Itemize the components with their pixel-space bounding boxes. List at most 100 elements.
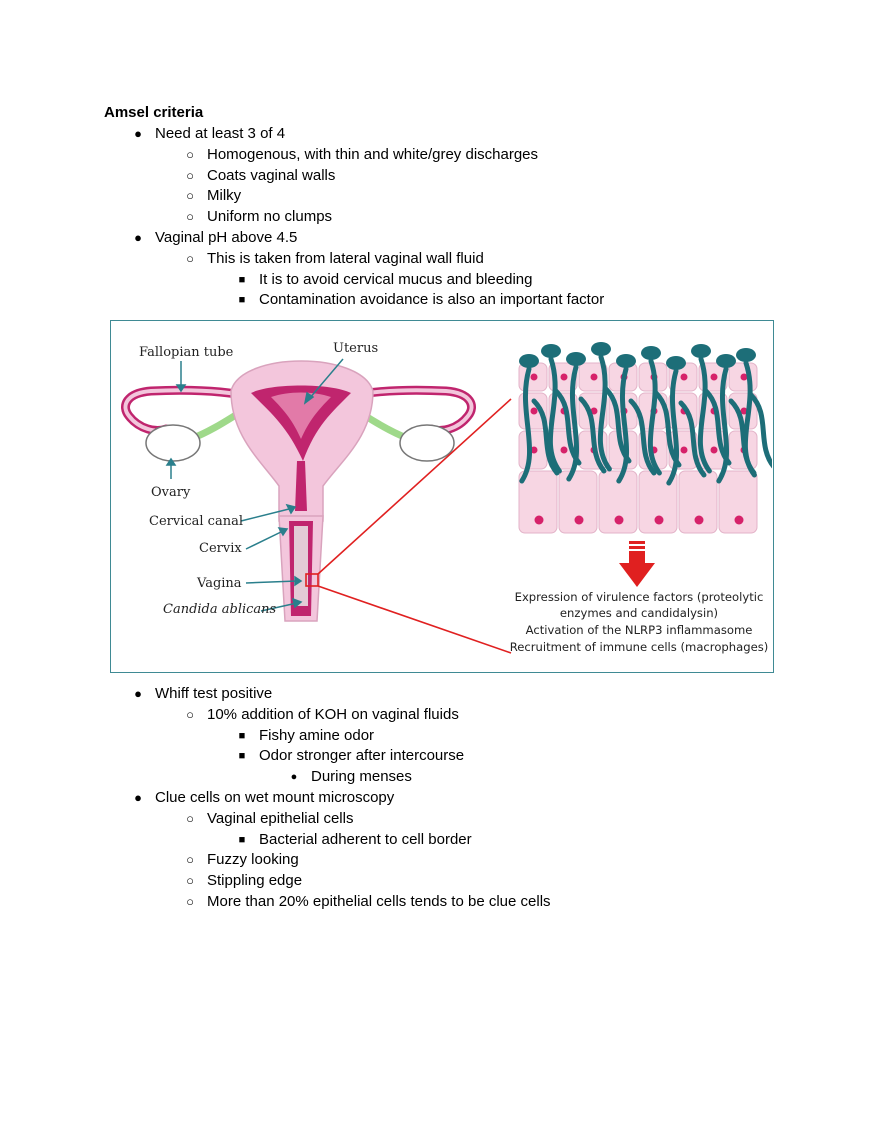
candida-hypha: [716, 366, 730, 484]
list-item-text: Whiff test positive: [155, 685, 273, 702]
label-vagina: Vagina: [196, 576, 242, 591]
list-bullet: ●: [134, 790, 142, 805]
list-item-text: Contamination avoidance is also an impor…: [259, 291, 605, 309]
candida-yeast: [691, 344, 711, 358]
candida-hypha: [697, 356, 712, 474]
candida-hypha: [578, 396, 607, 474]
label-ovary: Ovary: [151, 485, 191, 500]
cell-nucleus: [654, 515, 664, 525]
candida-hypha: [597, 354, 612, 472]
list-bullet: ■: [238, 750, 246, 763]
ovary-right: [399, 424, 455, 462]
cell-nucleus: [740, 407, 748, 415]
list-bullet: ○: [186, 250, 194, 266]
uterus: [230, 360, 374, 522]
cell-nucleus: [574, 515, 584, 525]
list-item-text: Fuzzy looking: [207, 851, 299, 869]
zoom-line-top: [317, 398, 512, 575]
candida-yeast: [716, 354, 736, 368]
list-bullet: ■: [238, 833, 246, 846]
candida-hypha: [519, 366, 533, 484]
list-item-text: During menses: [311, 768, 412, 786]
candida-hypha: [566, 364, 580, 482]
list-bullet: ○: [186, 810, 194, 826]
list-bullet: ■: [238, 273, 246, 286]
candida-hypha: [666, 368, 680, 486]
list-bullet: ■: [238, 729, 246, 742]
cell-nucleus: [590, 407, 598, 415]
list-bullet: ○: [186, 167, 194, 183]
cell-nucleus: [614, 515, 624, 525]
list-item-text: Vaginal epithelial cells: [207, 809, 354, 827]
figure-svg: Fallopian tube Uterus Ovary Cervical can…: [121, 341, 772, 654]
list-item-text: Stippling edge: [207, 872, 303, 890]
cell-nucleus: [590, 373, 598, 381]
list-bullet: ●: [134, 126, 142, 141]
cell-nucleus: [680, 373, 688, 381]
label-cervix: Cervix: [199, 541, 242, 556]
cell-nucleus: [534, 515, 544, 525]
candida-yeast: [566, 352, 586, 366]
ovary-left: [145, 424, 201, 462]
list-item-text: Homogenous, with thin and white/grey dis…: [207, 145, 539, 163]
cell-nucleus: [530, 407, 538, 415]
cell-nucleus: [530, 446, 538, 454]
cell-nucleus: [680, 446, 688, 454]
candida-hypha: [616, 366, 630, 484]
candida-yeast: [616, 354, 636, 368]
cell-nucleus: [530, 373, 538, 381]
list-bullet: ■: [238, 294, 246, 307]
list-bullet: ○: [186, 852, 194, 868]
list-bullet: ○: [186, 873, 194, 889]
epithelial-cell: [518, 470, 558, 534]
candida-hypha: [547, 356, 562, 474]
candida-yeast: [641, 346, 661, 360]
candida-hypha: [678, 400, 707, 478]
caption-line-3: Activation of the NLRP3 inflammasome: [526, 623, 753, 637]
label-uterus: Uterus: [333, 341, 378, 356]
candida-hypha: [742, 360, 757, 478]
cell-nucleus: [734, 515, 744, 525]
caption-line-4: Recruitment of immune cells (macrophages…: [510, 640, 769, 654]
cell-nucleus: [740, 373, 748, 381]
heading: Amsel criteria: [104, 104, 204, 121]
cell-nucleus: [710, 373, 718, 381]
list-bullet: ○: [186, 706, 194, 722]
list-item-text: Uniform no clumps: [207, 208, 333, 226]
red-down-arrow: [619, 541, 655, 587]
candida-yeast: [541, 344, 561, 358]
epithelial-cell: [678, 470, 718, 534]
list-bullet: ●: [290, 771, 298, 784]
label-candida: Candida ablicans: [163, 602, 277, 617]
epithelial-cell: [598, 470, 638, 534]
epithelial-cell: [718, 470, 758, 534]
candida-hypha: [628, 398, 657, 476]
list-item-text: Coats vaginal walls: [207, 166, 336, 184]
list-bullet: ○: [186, 894, 194, 909]
caption-line-2: enzymes and candidalysin): [560, 606, 718, 620]
cell-nucleus: [694, 515, 704, 525]
epithelial-cell: [558, 470, 598, 534]
list-item-text: This is taken from lateral vaginal wall …: [207, 249, 484, 267]
list-bullet: ●: [134, 230, 142, 245]
cell-nucleus: [710, 446, 718, 454]
list-item-text: More than 20% epithelial cells tends to …: [207, 893, 551, 910]
anatomy-figure: Fallopian tube Uterus Ovary Cervical can…: [110, 320, 774, 673]
candida-hypha: [531, 398, 560, 476]
list-item-text: It is to avoid cervical mucus and bleedi…: [259, 270, 533, 288]
list-item-text: 10% addition of KOH on vaginal fluids: [207, 705, 459, 723]
list-bullet: ○: [186, 188, 194, 204]
candida-yeast: [591, 342, 611, 356]
list-item-text: Bacterial adherent to cell border: [259, 830, 472, 848]
vagina: [278, 515, 324, 622]
label-cervical-canal: Cervical canal: [149, 514, 243, 529]
label-arrows: [165, 358, 344, 612]
caption-line-1: Expression of virulence factors (proteol…: [515, 590, 764, 604]
list-item-text: Clue cells on wet mount microscopy: [155, 789, 395, 806]
list-item-text: Odor stronger after intercourse: [259, 747, 465, 765]
list-bullet: ●: [134, 686, 142, 701]
list-item-text: Fishy amine odor: [259, 726, 375, 744]
cell-nucleus: [560, 446, 568, 454]
cell-nucleus: [560, 373, 568, 381]
list-item-text: Vaginal pH above 4.5: [155, 229, 298, 246]
